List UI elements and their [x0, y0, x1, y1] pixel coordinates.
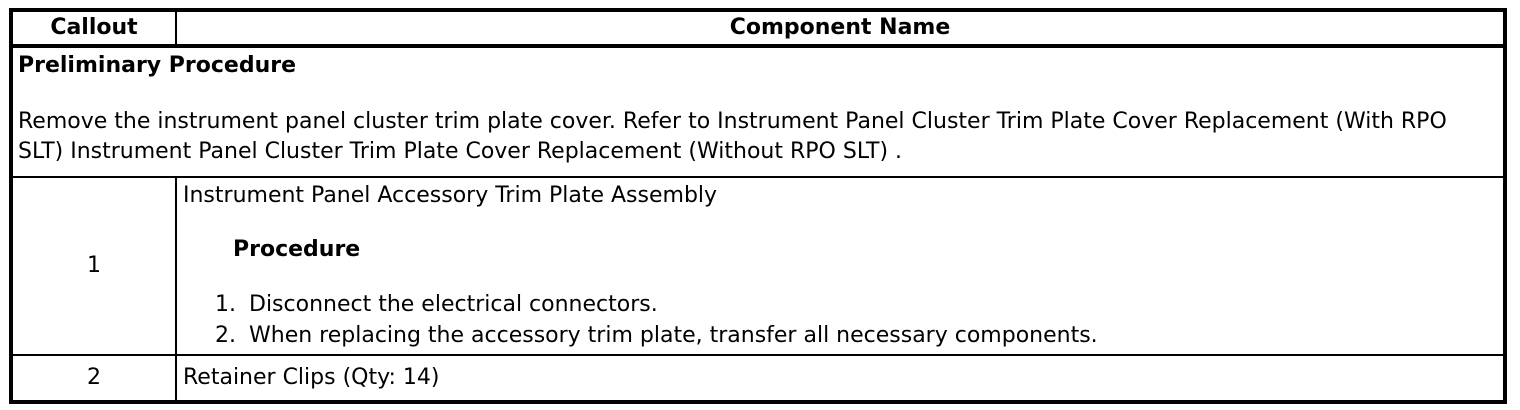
table-row: 2 Retainer Clips (Qty: 14)	[10, 354, 1506, 403]
preliminary-procedure-text: Remove the instrument panel cluster trim…	[18, 109, 1447, 164]
component-name-column-header: Component Name	[175, 9, 1506, 48]
table-header-row: Callout Component Name	[10, 9, 1506, 48]
procedure-step: Disconnect the electrical connectors.	[243, 289, 1498, 320]
callout-column-header: Callout	[10, 9, 177, 48]
component-callout-table: Callout Component Name Preliminary Proce…	[9, 8, 1507, 404]
table-row: 1 Instrument Panel Accessory Trim Plate …	[10, 176, 1506, 356]
component-name-text: Instrument Panel Accessory Trim Plate As…	[183, 183, 718, 208]
preliminary-procedure-cell: Preliminary Procedure Remove the instrum…	[10, 45, 1506, 178]
preliminary-procedure-row: Preliminary Procedure Remove the instrum…	[10, 45, 1506, 178]
procedure-step: When replacing the accessory trim plate,…	[243, 320, 1498, 351]
component-name-text: Retainer Clips (Qty: 14)	[175, 354, 1506, 403]
procedure-steps-list: Disconnect the electrical connectors. Wh…	[183, 289, 1498, 351]
procedure-heading: Procedure	[233, 237, 361, 262]
callout-number: 2	[10, 354, 177, 403]
preliminary-procedure-title: Preliminary Procedure	[18, 53, 297, 78]
component-cell: Instrument Panel Accessory Trim Plate As…	[175, 176, 1506, 356]
callout-number: 1	[10, 176, 177, 356]
